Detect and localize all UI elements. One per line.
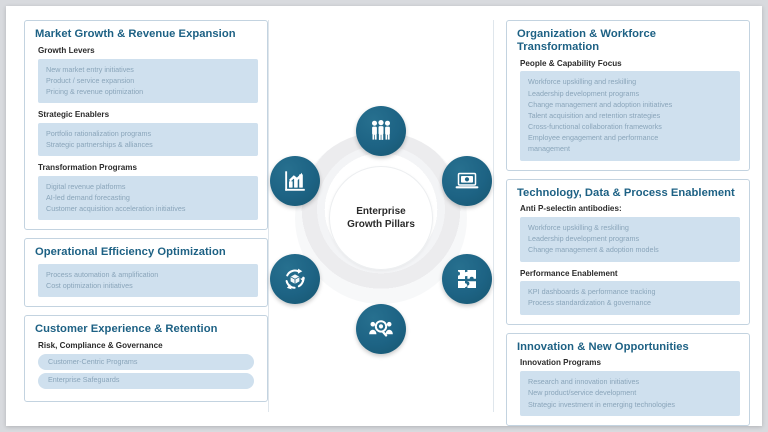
list-item: Process standardization & governance bbox=[528, 298, 652, 308]
list-item: Leadership development programs bbox=[528, 234, 640, 244]
group-subtitle: Transformation Programs bbox=[38, 163, 137, 173]
group-subtitle: Innovation Programs bbox=[520, 358, 601, 368]
list-item: Workforce upskilling & reskilling bbox=[528, 223, 629, 233]
list-item[interactable]: Enterprise Safeguards bbox=[38, 372, 254, 389]
list-item: Strategic partnerships & alliances bbox=[46, 139, 153, 149]
people-search-icon[interactable] bbox=[356, 304, 406, 354]
hub-center-line1: Enterprise bbox=[356, 205, 406, 217]
list-item: Cost optimization initiatives bbox=[46, 281, 133, 291]
list-item: Leadership development programs bbox=[528, 88, 640, 98]
puzzle-icon[interactable] bbox=[442, 254, 492, 304]
list-item: Digital revenue platforms bbox=[46, 181, 126, 191]
list-item: Change management & adoption models bbox=[528, 245, 659, 255]
card-title: Technology, Data & Process Enablement bbox=[517, 186, 735, 199]
list-item: Change management and adoption initiativ… bbox=[528, 99, 673, 109]
people-group-icon[interactable] bbox=[356, 106, 406, 156]
list-item: Workforce upskilling and reskilling bbox=[528, 77, 637, 87]
list-item: Cross-functional collaboration framework… bbox=[528, 122, 662, 132]
card-title: Operational Efficiency Optimization bbox=[35, 246, 226, 259]
card-title: Market Growth & Revenue Expansion bbox=[35, 28, 236, 40]
hub-stage: Enterprise Growth Pillars bbox=[270, 106, 492, 354]
lifecycle-icon[interactable] bbox=[270, 254, 320, 304]
group-subtitle: People & Capability Focus bbox=[520, 58, 622, 68]
group-subtitle: Performance Enablement bbox=[520, 268, 618, 278]
list-item: Strategic investment in emerging technol… bbox=[528, 399, 676, 409]
group-subtitle: Growth Levers bbox=[38, 45, 95, 55]
card-title: Organization & Workforce Transformation bbox=[517, 28, 656, 53]
list-item: Pricing & revenue optimization bbox=[46, 86, 144, 96]
list-item: Employee engagement and performance bbox=[528, 133, 659, 143]
hub-center: Enterprise Growth Pillars bbox=[329, 166, 433, 270]
growth-pillars-hub: Enterprise Growth Pillars bbox=[268, 20, 494, 412]
group-subtitle: Strategic Enablers bbox=[38, 110, 110, 120]
hub-center-label: Enterprise Growth Pillars bbox=[347, 205, 415, 232]
card-title: Customer Experience & Retention bbox=[35, 323, 218, 336]
list-item: Research and innovation initiatives bbox=[528, 377, 640, 387]
list-item: New market entry initiatives bbox=[46, 64, 134, 74]
list-item: management bbox=[528, 144, 570, 154]
list-item: Talent acquisition and retention strateg… bbox=[528, 110, 661, 120]
list-item: AI-led demand forecasting bbox=[46, 192, 130, 202]
laptop-icon[interactable] bbox=[442, 156, 492, 206]
list-item[interactable]: Customer-Centric Programs bbox=[38, 354, 254, 370]
list-item: Customer acquisition acceleration initia… bbox=[46, 204, 186, 214]
bar-chart-icon[interactable] bbox=[270, 156, 320, 206]
group-subtitle: Anti P-selectin antibodies: bbox=[520, 204, 622, 214]
list-item: Process automation & amplification bbox=[46, 270, 159, 280]
hub-center-line2: Growth Pillars bbox=[347, 219, 415, 230]
list-item: New product/service development bbox=[528, 388, 637, 398]
list-item: Product / service expansion bbox=[46, 75, 135, 85]
list-item: Portfolio rationalization programs bbox=[46, 128, 152, 138]
group-subtitle: Risk, Compliance & Governance bbox=[38, 341, 163, 351]
card-title: Innovation & New Opportunities bbox=[517, 340, 689, 353]
list-item: KPI dashboards & performance tracking bbox=[528, 287, 656, 297]
